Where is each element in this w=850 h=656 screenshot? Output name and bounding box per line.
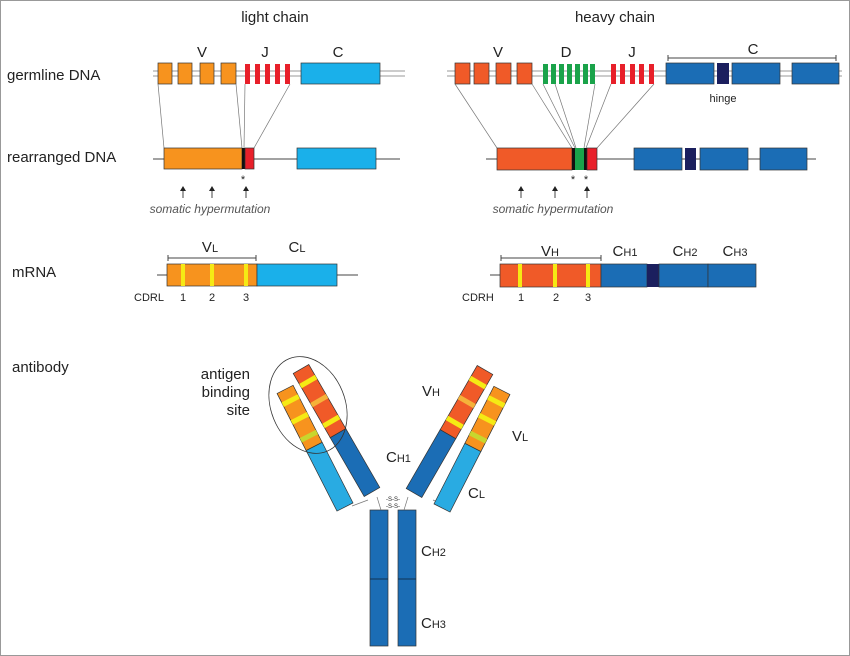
v-label: V — [197, 44, 207, 61]
ch3-label: CH3 — [421, 615, 446, 632]
light-rearranged: * somatic hypermutation — [150, 147, 400, 216]
cdr-band — [210, 264, 214, 286]
vj-segment — [163, 147, 243, 170]
fc-heavy-left — [369, 509, 389, 647]
j-label: J — [628, 44, 636, 61]
junction-asterisk: * — [571, 174, 576, 186]
heavy-rearranged: * * somatic hypermutation — [486, 147, 816, 216]
right-heavy-arm — [405, 365, 494, 498]
j-segment — [275, 64, 280, 84]
v-segment — [157, 62, 173, 85]
disulfide-bond: -S-S- — [386, 497, 400, 503]
j-label: J — [261, 44, 269, 61]
disulfide-bond: -S-S- — [386, 504, 400, 510]
vh-label: VH — [422, 383, 440, 400]
cl-label: CL — [468, 485, 485, 502]
cdrh-label: CDRH — [462, 292, 494, 304]
ch2-label: CH2 — [421, 543, 446, 560]
c-label: C — [333, 44, 344, 61]
vh-label: VH — [541, 243, 559, 260]
fc-heavy-right — [397, 509, 417, 647]
c-label: C — [748, 41, 759, 58]
c-segment — [296, 147, 377, 170]
v-segment — [454, 62, 471, 85]
antigen-binding-site-label: antigen — [201, 366, 250, 383]
left-light-arm — [276, 384, 354, 512]
somatic-hypermutation-label: somatic hypermutation — [150, 202, 271, 216]
cdr-number: 1 — [180, 292, 186, 304]
cdrl-label: CDRL — [134, 292, 164, 304]
mrna-label: mRNA — [12, 264, 56, 281]
right-light-arm — [433, 385, 511, 513]
ch2-label: CH2 — [673, 243, 698, 260]
hinge-segment — [717, 63, 729, 84]
heavy-germline: V D J C hinge — [447, 41, 842, 149]
antigen-binding-site-outline — [268, 356, 348, 454]
germline-label: germline DNA — [7, 67, 100, 84]
cdr-band — [244, 264, 248, 286]
v-segment — [177, 62, 193, 85]
junction-asterisk: * — [584, 174, 589, 186]
j-segments — [611, 64, 654, 84]
somatic-hypermutation-label: somatic hypermutation — [493, 202, 614, 216]
cdr-number: 1 — [518, 292, 524, 304]
vl-label: VL — [512, 428, 528, 445]
j-segment — [265, 64, 270, 84]
vl-label: VL — [202, 239, 218, 256]
junction-asterisk: * — [241, 174, 246, 186]
j-segment — [255, 64, 260, 84]
ch3-label: CH3 — [723, 243, 748, 260]
v-segment — [220, 62, 237, 85]
d-segments — [543, 64, 595, 84]
c-segment — [300, 62, 381, 85]
left-heavy-arm — [292, 364, 381, 497]
light-mrna: VL CL CDRL 1 2 3 — [134, 239, 358, 304]
light-germline: V J C — [153, 44, 405, 149]
v-segment — [516, 62, 533, 85]
hinge-label: hinge — [710, 93, 737, 105]
antigen-binding-site-label: binding — [202, 384, 250, 401]
heavy-mrna: VH CH1 CH2 CH3 CDRH 1 2 3 — [462, 243, 757, 304]
cdr-number: 2 — [553, 292, 559, 304]
j-segment — [285, 64, 290, 84]
antigen-binding-site-label: site — [227, 402, 250, 419]
cdr-number: 3 — [585, 292, 591, 304]
cdr-band — [181, 264, 185, 286]
light-chain-header: light chain — [241, 9, 309, 26]
v-label: V — [493, 44, 503, 61]
cl-label: CL — [289, 239, 306, 256]
cdr-number: 2 — [209, 292, 215, 304]
rearranged-label: rearranged DNA — [7, 149, 116, 166]
v-segment — [473, 62, 490, 85]
arrow-icon — [182, 188, 247, 198]
ch1-label: CH1 — [613, 243, 638, 260]
ch1-label: CH1 — [386, 449, 411, 466]
cdr-number: 3 — [243, 292, 249, 304]
j-segment — [245, 64, 250, 84]
antibody-label: antibody — [12, 359, 69, 376]
v-segment — [199, 62, 215, 85]
d-label: D — [561, 44, 572, 61]
v-segment — [495, 62, 512, 85]
antibody-structure: -S-S- -S-S- antigen binding site — [201, 356, 528, 647]
heavy-chain-header: heavy chain — [575, 9, 655, 26]
